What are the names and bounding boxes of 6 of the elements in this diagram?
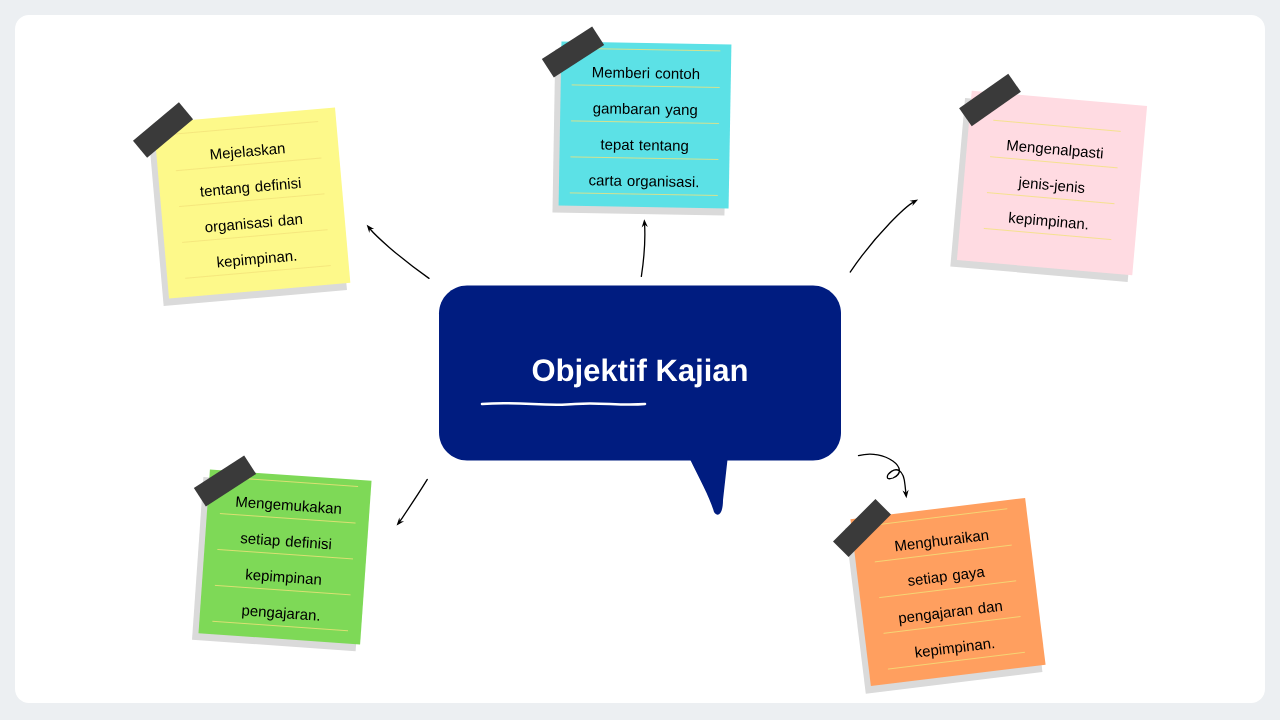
speech-bubble: Objektif Kajian — [439, 285, 841, 515]
sticky-note: Memberi contoh gambaran yang tepat tentang carta organisasi. — [552, 41, 732, 216]
sticky-note: Mengenalpasti jenis-jenis kepimpinan. — [950, 90, 1148, 282]
sticky-note: Menghuraikan setiap gaya pengajaran dan kepimpinan. — [845, 497, 1046, 694]
sticky-note: Mengemukakan setiap definisi kepimpinan pengajaran. — [192, 469, 372, 652]
sticky-note: Mejelaskan tentang definisi organisasi dan kepimpinan. — [148, 107, 351, 307]
